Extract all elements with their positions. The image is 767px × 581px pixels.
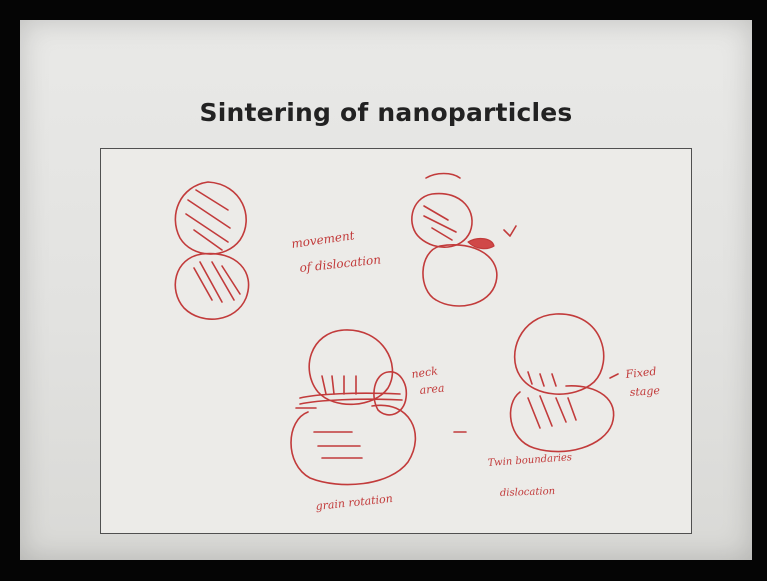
sketch-rotating-particle (412, 174, 516, 307)
annotation-movement: movement (290, 228, 355, 251)
annotation-twin-boundaries: Twin boundaries (487, 452, 572, 469)
sketch-twin-boundaries (454, 314, 618, 452)
sketch-two-particles (175, 182, 248, 319)
sketch-neck-area (291, 330, 415, 485)
annotation-dislocation: dislocation (500, 486, 556, 499)
annotation-area: area (419, 381, 445, 397)
annotation-stage: stage (629, 384, 660, 399)
annotation-of-dislocation: of dislocation (299, 253, 382, 275)
annotation-grain-rotation: grain rotation (315, 492, 393, 513)
annotation-neck: neck (411, 364, 439, 381)
annotation-fixed: Fixed (624, 365, 657, 381)
